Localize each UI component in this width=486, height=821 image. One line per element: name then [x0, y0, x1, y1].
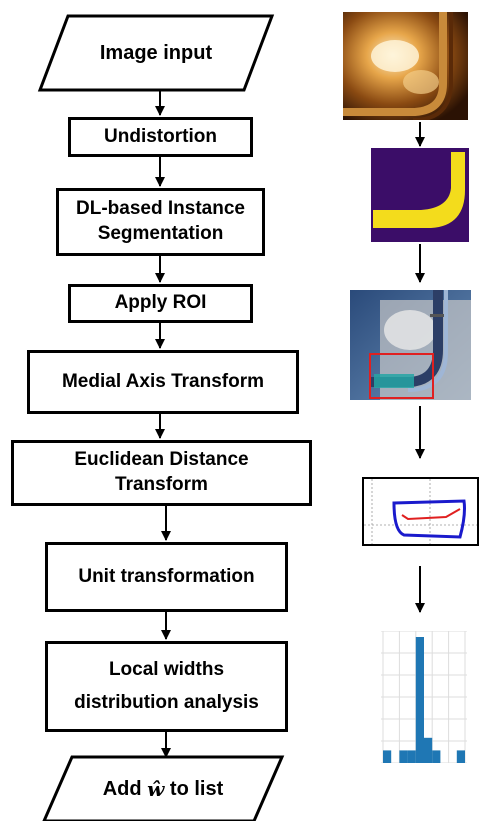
output-label-pre: Add: [102, 777, 148, 800]
undistortion-box: Undistortion: [68, 117, 253, 157]
contour-plot: [362, 477, 479, 546]
output-label-post: to list: [164, 777, 224, 800]
output-label: Add ŵ to list: [44, 757, 282, 821]
output-label-symbol: ŵ: [147, 777, 165, 801]
local-widths-box: Local widths distribution analysis: [45, 641, 288, 732]
undistortion-label: Undistortion: [104, 125, 217, 147]
contour-plot-graphic: [364, 479, 477, 544]
hist-bar: [424, 737, 433, 763]
euclid-label-line1: Euclidean Distance: [74, 449, 249, 471]
segmentation-label-line2: Segmentation: [97, 223, 224, 244]
segmentation-label-line1: DL-based Instance: [76, 198, 245, 220]
euclid-label-line2: Transform: [115, 474, 208, 495]
hist-bar: [407, 750, 416, 763]
hist-bar: [399, 750, 408, 763]
segmentation-mask-graphic: [371, 148, 469, 242]
histogram-chart: [381, 631, 467, 763]
input-photo-graphic: [343, 12, 468, 120]
roi-box: Apply ROI: [68, 284, 253, 323]
histogram: [381, 631, 467, 763]
input-photo: [343, 12, 468, 120]
segmentation-box: DL-based Instance Segmentation: [56, 188, 265, 256]
input-label-text: Image input: [99, 41, 213, 64]
segmentation-mask: [371, 148, 469, 242]
roi-photo: [350, 290, 471, 400]
roi-label: Apply ROI: [114, 292, 207, 314]
hist-bar: [456, 750, 465, 763]
hist-bar: [432, 750, 441, 763]
medial-box: Medial Axis Transform: [27, 350, 299, 414]
local-label-line1: Local widths: [108, 659, 225, 681]
roi-photo-graphic: [350, 290, 471, 400]
hist-bar: [383, 750, 392, 763]
mask-object: [373, 152, 465, 228]
roi-rectangle: [369, 353, 434, 399]
medial-axis-line: [401, 508, 461, 521]
input-label: Image input: [40, 16, 272, 90]
medial-label: Medial Axis Transform: [61, 370, 265, 392]
input-parallelogram: [37, 14, 275, 92]
local-label-line2: distribution analysis: [74, 691, 259, 713]
unit-label: Unit transformation: [78, 565, 255, 587]
euclid-box: Euclidean Distance Transform: [11, 440, 312, 506]
output-parallelogram: [42, 755, 285, 821]
hist-bar: [415, 637, 424, 763]
outer-contour: [392, 499, 466, 539]
unit-box: Unit transformation: [45, 542, 288, 612]
